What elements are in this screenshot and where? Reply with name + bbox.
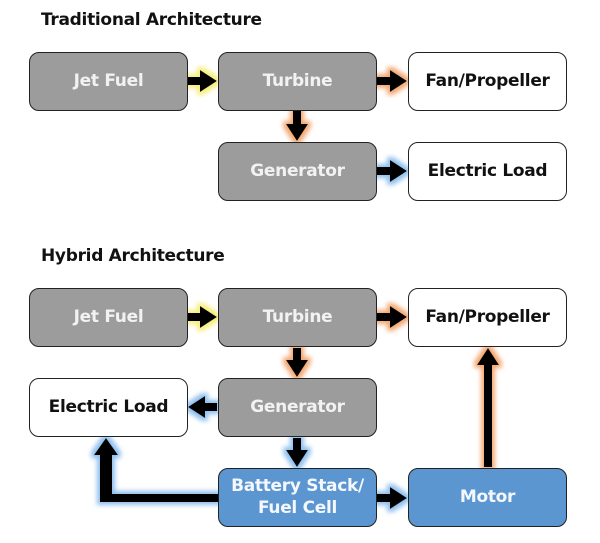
arrow-jetfuel-turbine [188,70,217,92]
hyb-generator-node: Generator [218,378,377,437]
battery-label-line2: Fuel Cell [257,497,338,518]
arrow-h-generator-load [188,396,217,418]
arrow-h-battery-load [94,438,218,502]
hyb-fan-propeller-node: Fan/Propeller [408,288,567,347]
arrow-generator-load [377,160,407,182]
traditional-title: Traditional Architecture [41,10,262,30]
arrow-h-turbine-fan [377,306,407,328]
arrow-h-jetfuel-turbine [188,306,217,328]
trad-turbine-node: Turbine [218,52,377,111]
battery-label-line1: Battery Stack/ [231,476,364,497]
arrow-turbine-generator [286,111,308,141]
hyb-electric-load-node: Electric Load [29,378,188,437]
trad-fan-propeller-node: Fan/Propeller [408,52,567,111]
arrow-h-battery-motor [377,487,407,509]
arrow-h-motor-fan [477,348,499,467]
hybrid-title: Hybrid Architecture [41,246,225,266]
hyb-battery-fuel-cell-node: Battery Stack/ Fuel Cell [218,468,377,527]
hyb-motor-node: Motor [408,468,567,527]
arrow-h-turbine-generator [286,348,308,377]
trad-jet-fuel-node: Jet Fuel [29,52,188,111]
hyb-turbine-node: Turbine [218,288,377,347]
trad-electric-load-node: Electric Load [408,142,567,201]
hyb-jet-fuel-node: Jet Fuel [29,288,188,347]
trad-generator-node: Generator [218,142,377,201]
arrow-h-generator-battery [286,438,308,467]
arrow-turbine-fan [377,70,407,92]
